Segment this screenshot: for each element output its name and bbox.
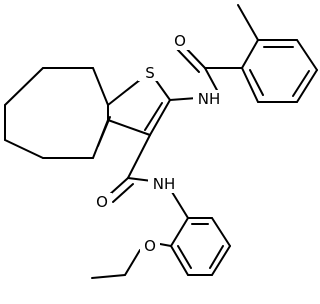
bond (176, 48, 200, 73)
bond (159, 243, 172, 247)
oxygen-atom-label: O (144, 237, 156, 255)
bond (92, 67, 109, 106)
bond (170, 217, 189, 247)
sulfur-atom-label: S (145, 64, 155, 82)
bond (211, 217, 231, 247)
bond (4, 139, 44, 159)
bond (149, 99, 171, 136)
bond (177, 245, 192, 269)
bond (91, 274, 126, 279)
bond (204, 67, 219, 93)
atom-label-bg (193, 90, 227, 108)
bond (170, 245, 189, 276)
bond (241, 67, 259, 103)
nh-atom-label: NH (153, 175, 176, 193)
atom-label-bg (170, 32, 190, 50)
nh-atom-label: NH (198, 90, 221, 108)
bond (127, 134, 151, 179)
bond (237, 4, 259, 41)
atom-label-bg (140, 237, 160, 255)
bond (211, 245, 231, 276)
bond (4, 67, 44, 106)
bond (292, 70, 310, 97)
atom-label-bg (138, 63, 162, 81)
bond (296, 39, 318, 71)
bond (97, 116, 111, 147)
oxygen-atom-label: O (174, 32, 186, 50)
bond (112, 183, 134, 203)
bond (249, 69, 264, 96)
bond (171, 191, 189, 219)
bond (241, 39, 259, 69)
bond (144, 102, 163, 131)
bond (209, 245, 224, 269)
oxygen-atom-label: O (96, 193, 108, 211)
atom-label-bg (92, 193, 112, 211)
atom-label-bg (148, 175, 182, 193)
bond (169, 97, 198, 101)
bond (107, 119, 151, 136)
bond (296, 69, 318, 103)
bond (124, 249, 141, 276)
